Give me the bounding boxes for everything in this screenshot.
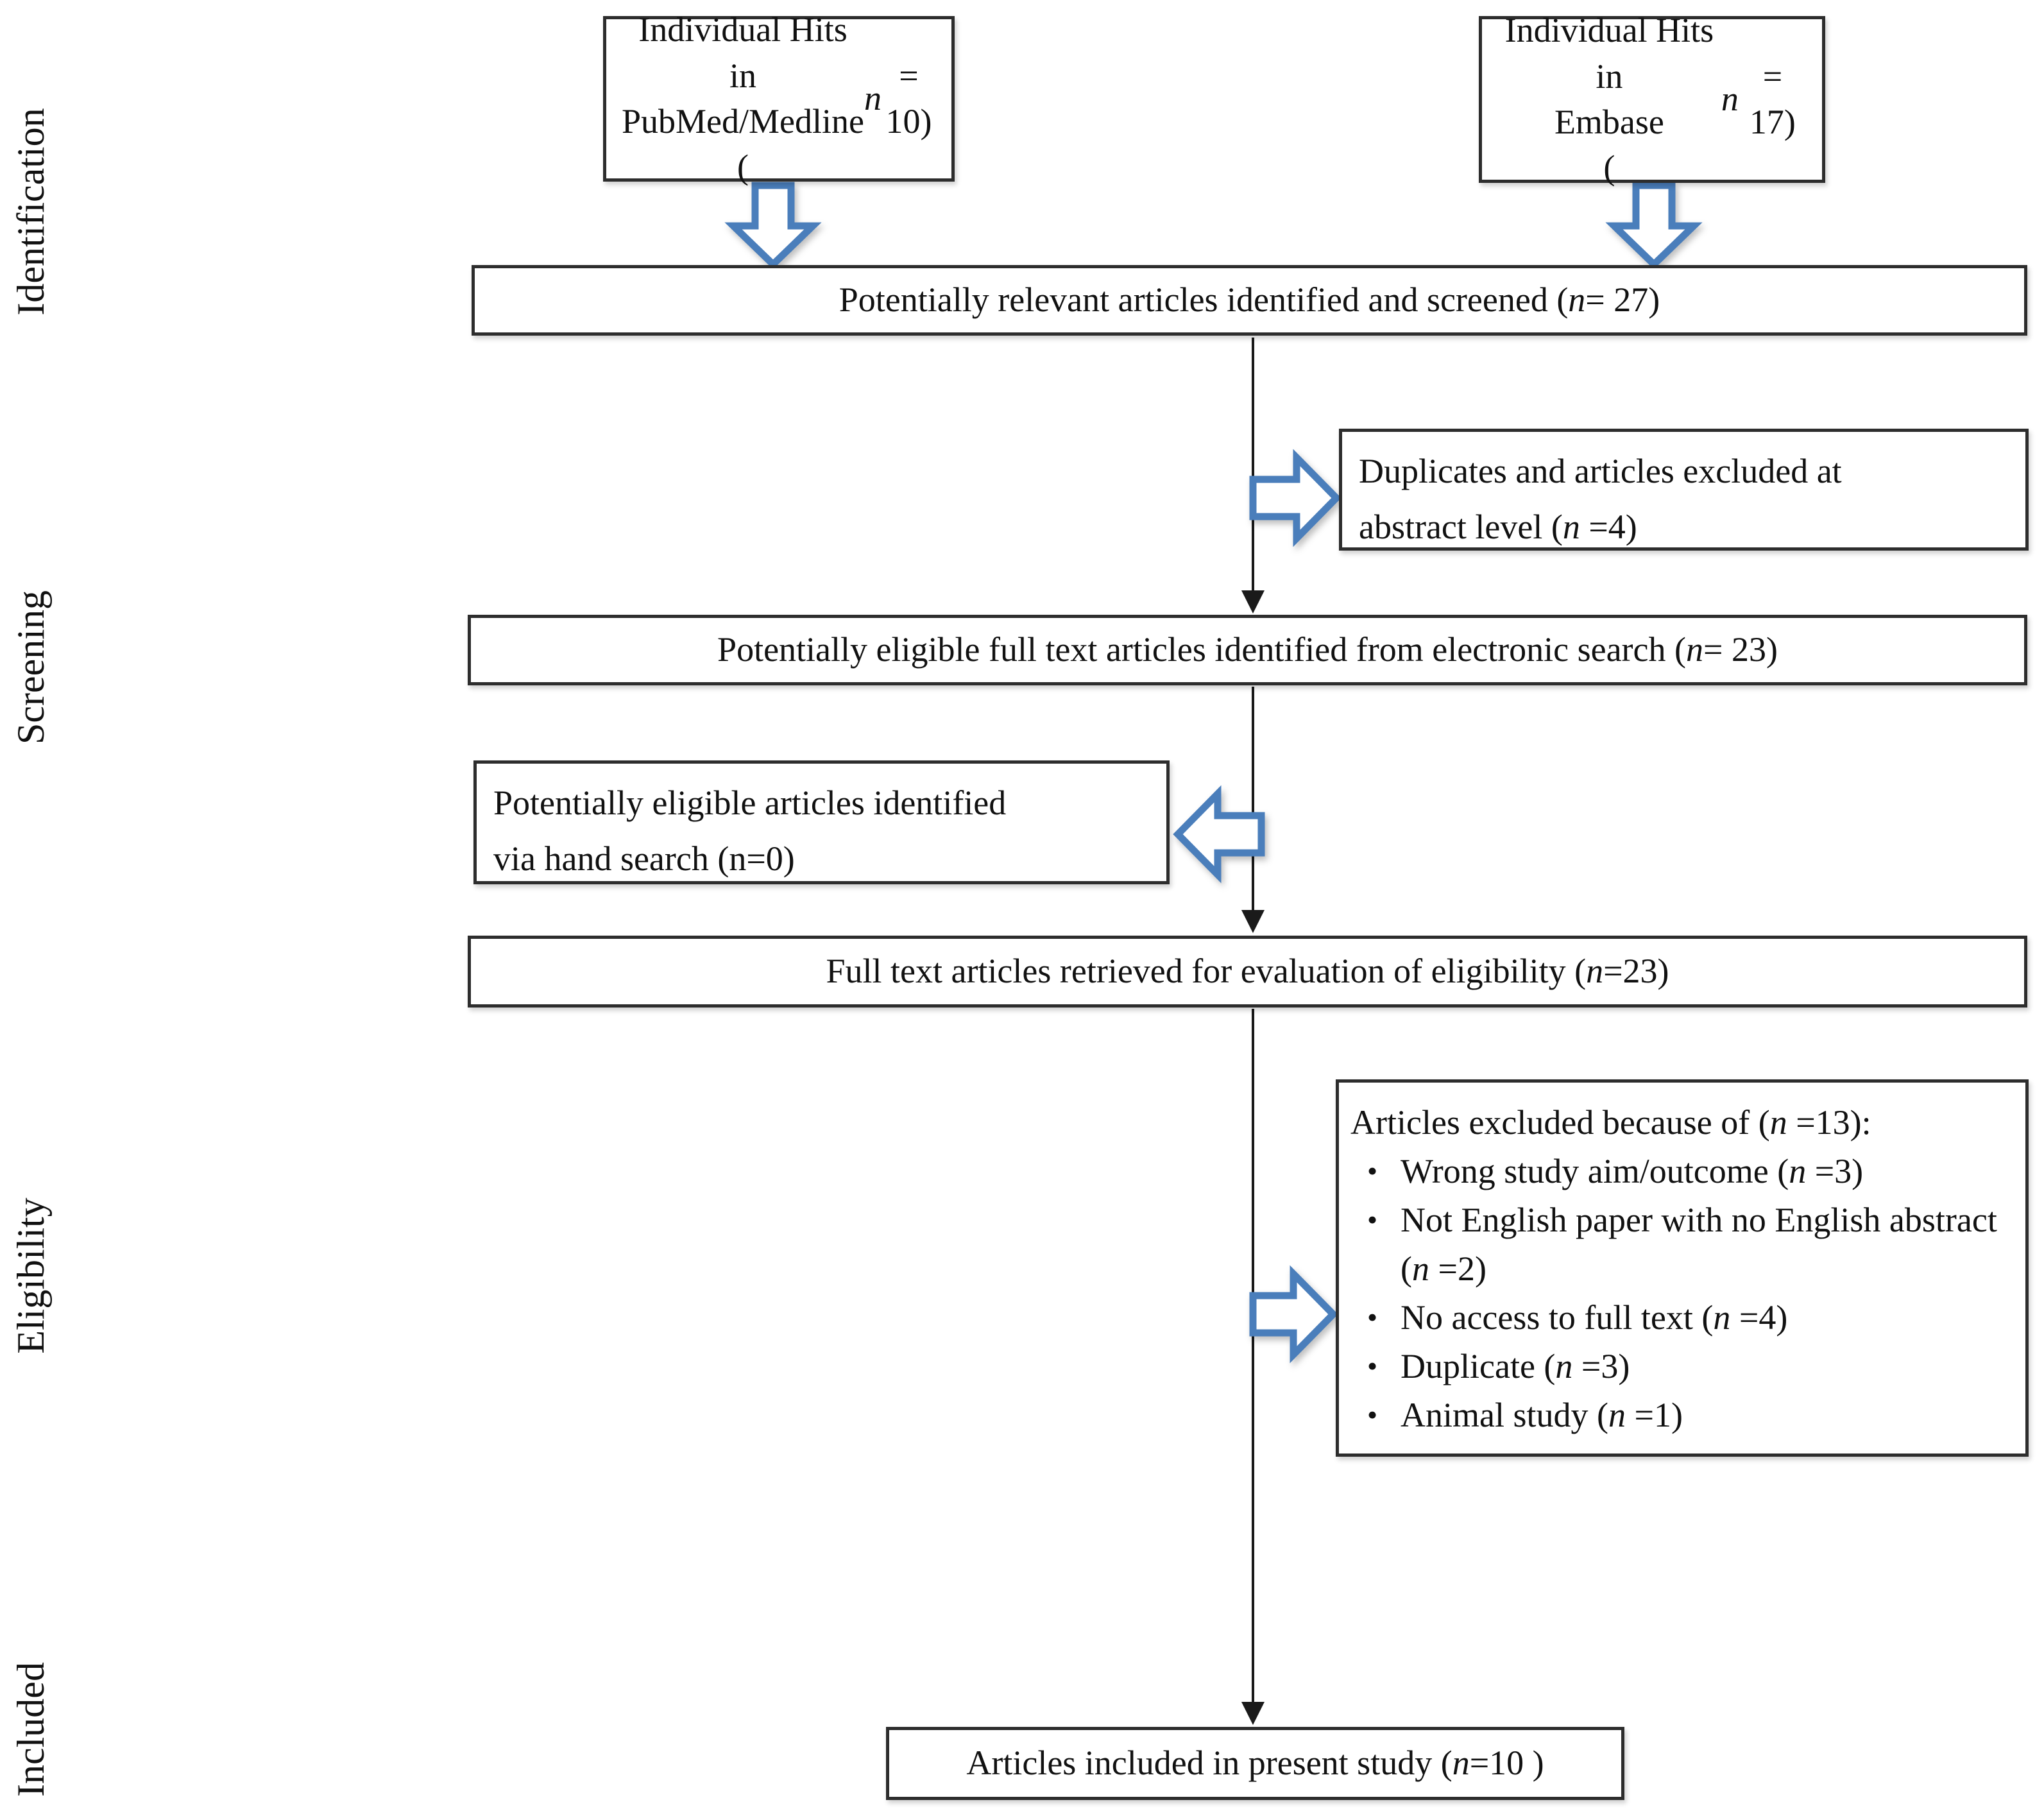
box-articles-excluded: Articles excluded because of (n =13): • …: [1336, 1079, 2029, 1457]
stage-label-eligibility: Eligibility: [9, 1197, 52, 1354]
bullet-icon: •: [1367, 1350, 1378, 1382]
bullet-icon: •: [1367, 1154, 1378, 1187]
excluded-item: • Duplicate (n =3): [1350, 1342, 2015, 1391]
box-embase-hits: Individual Hits in Embase (n = 17): [1479, 11, 1825, 187]
stage-label-identification: Identification: [9, 108, 52, 316]
stage-label-screening: Screening: [9, 590, 52, 744]
down-arrow-pubmed: [724, 182, 822, 270]
arrowhead-electronic: [1241, 590, 1265, 613]
box-hand-search: Potentially eligible articles identified…: [473, 760, 1170, 884]
bullet-icon: •: [1367, 1398, 1378, 1431]
box-duplicates-excluded: Duplicates and articles excluded at abst…: [1339, 429, 2029, 551]
arrowhead-fulltext: [1241, 910, 1265, 933]
excluded-item: • Not English paper with no English abst…: [1350, 1196, 2015, 1293]
bullet-icon: •: [1367, 1301, 1378, 1333]
down-arrow-embase: [1605, 182, 1703, 270]
excluded-header: Articles excluded because of (n =13):: [1350, 1103, 1871, 1142]
excluded-item: • Wrong study aim/outcome (n =3): [1350, 1147, 2015, 1196]
box-pubmed-hits: Individual Hits in PubMed/Medline (n = 1…: [603, 10, 955, 186]
excluded-item: • Animal study (n =1): [1350, 1391, 2015, 1439]
right-arrow-duplicates: [1249, 449, 1341, 547]
box-fulltext-retrieved: Full text articles retrieved for evaluat…: [468, 936, 2027, 1008]
right-arrow-excluded: [1249, 1265, 1338, 1364]
box-screened: Potentially relevant articles identified…: [472, 265, 2027, 336]
box-electronic-search: Potentially eligible full text articles …: [468, 615, 2027, 685]
stage-label-included: Included: [9, 1662, 52, 1797]
left-arrow-handsearch: [1173, 785, 1265, 884]
bullet-icon: •: [1367, 1203, 1378, 1236]
arrowhead-included: [1241, 1702, 1265, 1725]
box-included-study: Articles included in present study (n =1…: [886, 1727, 1624, 1800]
excluded-item: • No access to full text (n =4): [1350, 1293, 2015, 1342]
